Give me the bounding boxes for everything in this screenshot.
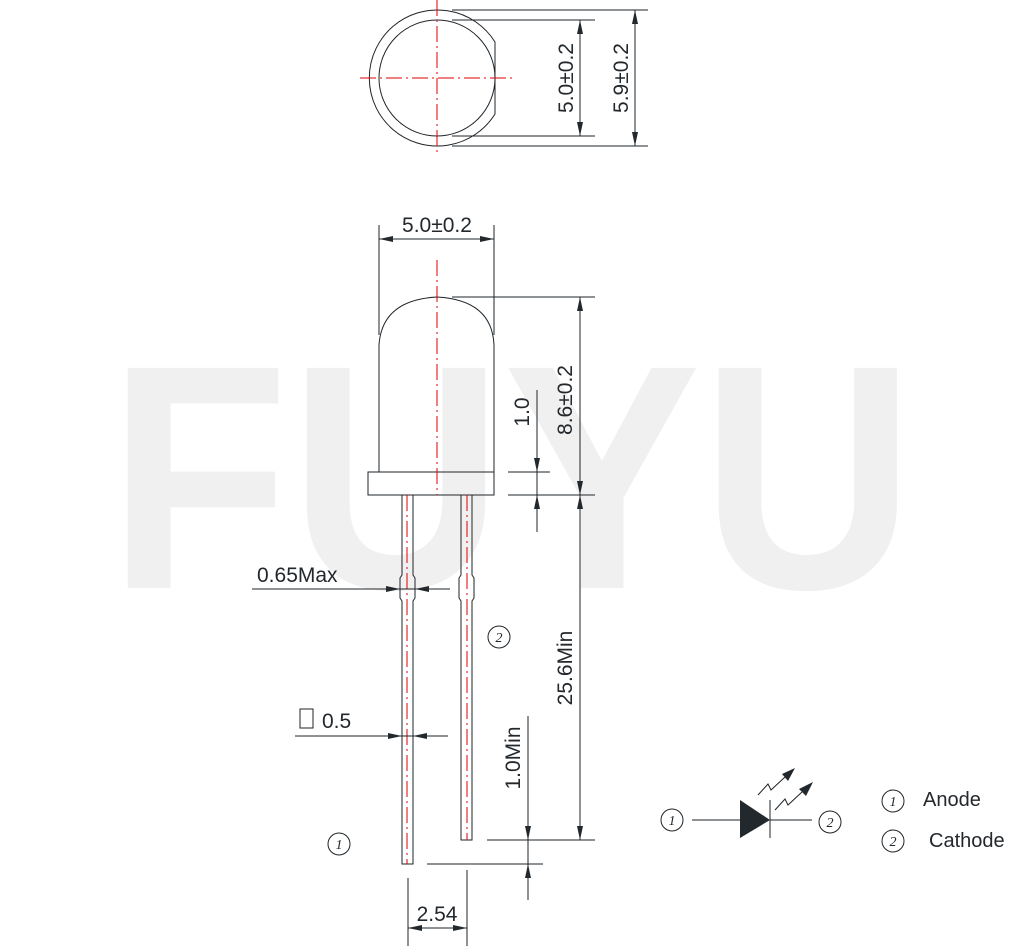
dim-lead-offset: 1.0Min [502,726,525,789]
square-symbol-icon [299,708,314,729]
top-view: 5.0±0.2 5.9±0.2 [360,0,648,155]
dim-lead-pitch: 2.54 [417,903,458,926]
side-view: 5.0±0.2 8.6±0.2 25.6Min 1.0 0.65Max 0.5 … [252,214,595,946]
pin2-label: 2 [496,631,503,646]
dim-flange-height: 1.0 [511,397,534,426]
legend-anode: Anode [923,789,981,811]
flange [367,471,495,496]
dim-lead-square: 0.5 [322,710,351,733]
legend: 1 Anode 2 Cathode [881,789,1005,853]
dim-lead-kink: 0.65Max [257,564,338,587]
dim-body-height: 8.6±0.2 [554,365,577,435]
dim-inner-diameter: 5.0±0.2 [555,43,578,113]
dim-lead-length: 25.6Min [554,631,577,706]
led-schematic-icon: 1 2 [660,768,842,838]
legend-num-1: 1 [890,795,897,810]
legend-cathode: Cathode [929,830,1005,852]
dim-body-width: 5.0±0.2 [402,214,472,237]
schematic-pin1: 1 [669,814,676,829]
pin1-label: 1 [336,838,343,853]
schematic-pin2: 2 [827,816,834,831]
dim-flange-diameter: 5.9±0.2 [610,43,633,113]
flange-outline [368,9,496,147]
legend-num-2: 2 [890,835,897,850]
watermark: FUYU [108,298,915,656]
